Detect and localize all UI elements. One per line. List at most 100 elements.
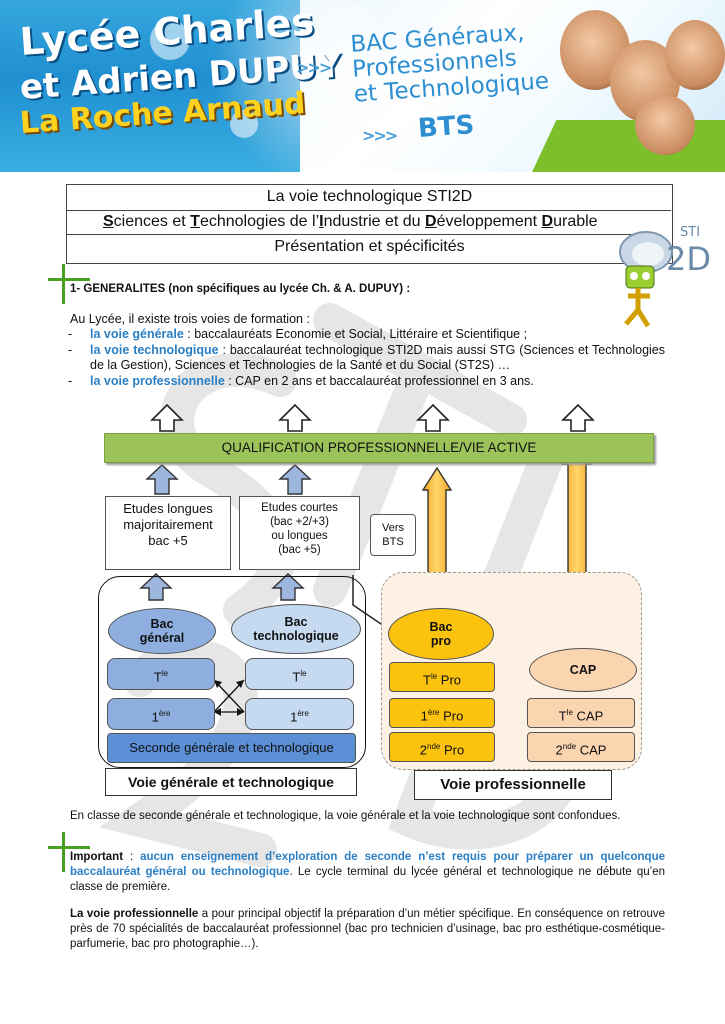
grade-sup: ère: [158, 709, 171, 718]
important-rest: . Le cycle terminal du lycée général et …: [70, 866, 665, 893]
important-colon: :: [123, 851, 141, 863]
box-line: Vers: [381, 522, 404, 534]
voie-gt-label: Voie générale et technologique: [105, 768, 357, 796]
up-arrow: [561, 403, 595, 432]
voie-pro-paragraph: La voie professionnelle a pour principal…: [70, 907, 665, 952]
student-photo: [665, 20, 725, 90]
box-line: majoritairement: [123, 517, 213, 532]
title-line2: Sciences et Technologies de l’Industrie …: [103, 213, 598, 230]
header-banner: Lycée Charles et Adrien DUPUY La Roche A…: [0, 0, 725, 172]
voie-pro-label-text: La voie professionnelle: [70, 908, 199, 920]
grade-label: 2: [419, 742, 428, 758]
student-photo: [635, 95, 695, 155]
arrows-decoration: >>>: [362, 126, 398, 145]
grade-sup: ère: [297, 709, 309, 718]
terminale-cap: Tle CAP: [527, 698, 635, 728]
grade-label: 1: [420, 708, 428, 724]
etudes-longues-box: Etudes longues majoritairement bac +5: [105, 496, 231, 570]
grade-label: 1: [151, 709, 159, 725]
voie-pro-text: a pour principal objectif la préparation…: [70, 908, 665, 950]
voie-description: : CAP en 2 ans et baccalauréat professio…: [224, 374, 534, 388]
seconde-gt: Seconde générale et technologique: [107, 733, 356, 763]
up-arrow: [145, 464, 179, 495]
voie-description: : baccalauréats Economie et Social, Litt…: [183, 327, 528, 341]
vers-bts-box: Vers BTS: [370, 514, 416, 556]
important-highlight: aucun enseignement d’exploration de seco…: [70, 851, 665, 878]
node-line: Bac: [429, 620, 453, 634]
connector-arrowhead: [236, 680, 244, 688]
grade-label: T: [558, 708, 567, 724]
green-cross-mark: [62, 264, 65, 304]
premiere-general: 1ère: [107, 698, 215, 730]
voie-label: la voie générale: [90, 327, 184, 341]
section-heading: 1- GENERALITES (non spécifiques au lycée…: [70, 283, 411, 295]
intro-text: Au Lycée, il existe trois voies de forma…: [70, 312, 310, 326]
premiere-pro: 1ère Pro: [389, 698, 495, 728]
node-line: pro: [430, 634, 452, 648]
box-line: ou longues: [271, 530, 328, 542]
important-label: Important: [70, 851, 124, 863]
title-line1: La voie technologique STI2D: [266, 188, 473, 205]
arrows-decoration: >>>: [296, 58, 332, 77]
green-cross-mark: [48, 846, 90, 849]
voie-label: la voie technologique: [90, 343, 219, 357]
voie-pro-label: Voie professionnelle: [414, 770, 612, 800]
node-line: CAP: [569, 663, 597, 677]
premiere-techno: 1ère: [245, 698, 354, 730]
title-line3: Présentation et spécificités: [274, 238, 465, 255]
grade-label: 2: [555, 742, 563, 758]
node-line: Bac: [150, 617, 174, 631]
grade-sup: nde: [562, 742, 577, 751]
node-line: Bac: [284, 615, 308, 629]
connector-arrowhead: [214, 680, 222, 688]
banner-bubble: [150, 20, 190, 60]
node-line: technologique: [253, 629, 339, 643]
box-line: (bac +5): [278, 544, 321, 556]
up-arrow: [421, 466, 453, 607]
title-divider: [66, 234, 646, 235]
banner-bubble: [230, 110, 258, 138]
list-item: - la voie générale : baccalauréats Econo…: [68, 327, 528, 341]
qualification-banner: QUALIFICATION PROFESSIONNELLE/VIE ACTIVE: [104, 433, 654, 463]
grade-sup: le: [430, 672, 438, 681]
box-line: Etudes longues: [123, 501, 213, 516]
voie-gt-container: [98, 576, 366, 768]
grade-sup: le: [161, 669, 169, 678]
up-arrow: [278, 403, 312, 432]
grade-label: T: [422, 672, 431, 688]
etudes-courtes-box: Etudes courtes (bac +2/+3) ou longues (b…: [239, 496, 360, 570]
box-line: (bac +2/+3): [270, 516, 329, 528]
voie-label: la voie professionnelle: [90, 374, 225, 388]
connector-arrowhead: [237, 708, 244, 716]
grade-label: 1: [290, 709, 298, 725]
grade-label: T: [153, 669, 162, 685]
title-divider: [66, 210, 671, 211]
list-item: - la voie professionnelle : CAP en 2 ans…: [68, 374, 534, 388]
grade-sup: nde: [427, 742, 441, 751]
seconde-cap: 2nde CAP: [527, 732, 635, 762]
terminale-techno: Tle: [245, 658, 354, 690]
title-box: La voie technologique STI2D Sciences et …: [66, 184, 673, 264]
grade-suffix: CAP: [576, 742, 607, 758]
grade-suffix: CAP: [572, 708, 604, 724]
grade-sup: le: [300, 669, 307, 678]
green-cross-mark: [48, 278, 90, 281]
important-paragraph: Important : aucun enseignement d’explora…: [70, 850, 665, 895]
sti2d-logo: STI 2D: [619, 225, 711, 328]
up-arrow: [416, 403, 450, 432]
up-arrow: [278, 464, 312, 495]
terminale-general: Tle: [107, 658, 215, 690]
green-cross-mark: [62, 832, 65, 872]
grade-label: T: [292, 669, 301, 685]
connector-arrowhead: [214, 708, 221, 716]
grade-suffix: Pro: [437, 672, 462, 688]
node-line: général: [139, 631, 185, 645]
voie-description: : baccalauréat technologique STI2D mais …: [90, 343, 665, 372]
grade-sup: ère: [427, 708, 440, 717]
banner-wave: [180, 0, 400, 172]
grade-suffix: Pro: [439, 708, 464, 724]
up-arrow: [150, 403, 184, 432]
